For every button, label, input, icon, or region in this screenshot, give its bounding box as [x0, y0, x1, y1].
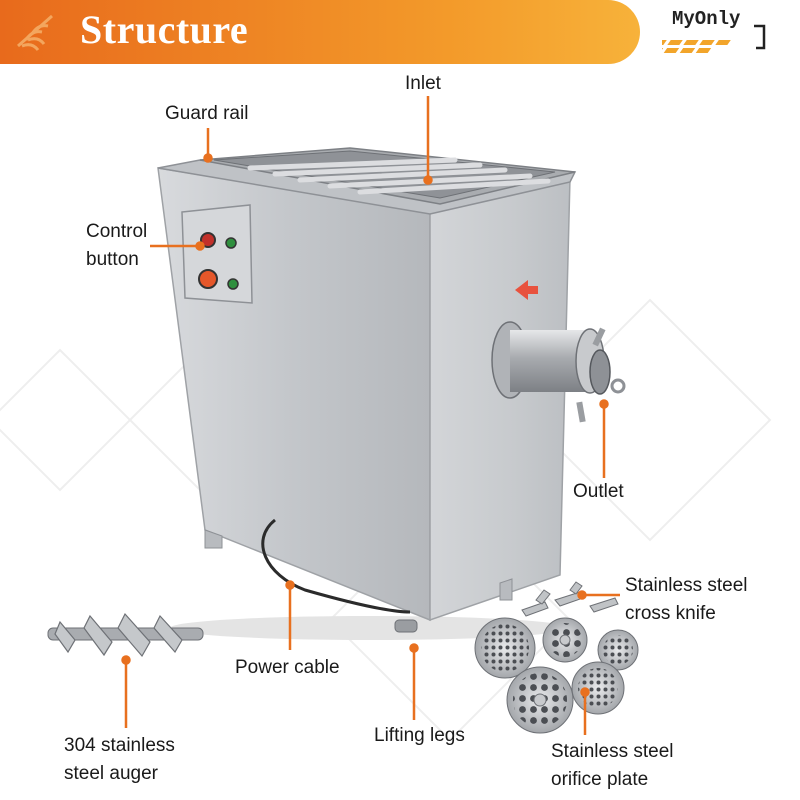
- header-banner: Structure: [0, 0, 640, 64]
- logo-text: MyOnly: [672, 8, 741, 30]
- callout-control-button: [150, 241, 205, 251]
- label-lifting-legs: Lifting legs: [374, 725, 465, 746]
- callout-outlet: [599, 399, 609, 478]
- label-cross-knife-line2: cross knife: [625, 603, 716, 624]
- label-orifice-plate-line1: Stainless steel: [551, 741, 674, 762]
- callout-cross-knife: [577, 590, 620, 600]
- callout-auger: [121, 655, 131, 728]
- orifice-plates: [474, 617, 639, 734]
- brand-logo: MyOnly: [662, 4, 782, 62]
- callout-guard-rail: [203, 128, 213, 163]
- label-outlet: Outlet: [573, 481, 624, 502]
- callout-inlet: [423, 96, 433, 185]
- callout-lines: [121, 96, 620, 735]
- callout-power-cable: [285, 580, 295, 650]
- steel-auger: [47, 612, 204, 658]
- label-guard-rail: Guard rail: [165, 103, 249, 124]
- page-title: Structure: [80, 7, 249, 52]
- callout-orifice-plate: [580, 687, 590, 735]
- meat-grinder-body: [157, 147, 626, 640]
- label-control-button-line2: button: [86, 249, 139, 270]
- cross-knife-parts: [521, 581, 619, 617]
- label-inlet: Inlet: [405, 73, 441, 94]
- label-power-cable: Power cable: [235, 657, 340, 678]
- label-auger-line2: steel auger: [64, 763, 159, 784]
- label-cross-knife-line1: Stainless steel: [625, 575, 748, 596]
- label-orifice-plate-line2: orifice plate: [551, 769, 649, 790]
- label-auger-line1: 304 stainless: [64, 735, 175, 756]
- callout-lifting-legs: [409, 643, 419, 720]
- wheat-logo-icon: [662, 24, 766, 53]
- label-control-button-line1: Control: [86, 221, 148, 242]
- wheat-emblem-icon: [17, 14, 53, 51]
